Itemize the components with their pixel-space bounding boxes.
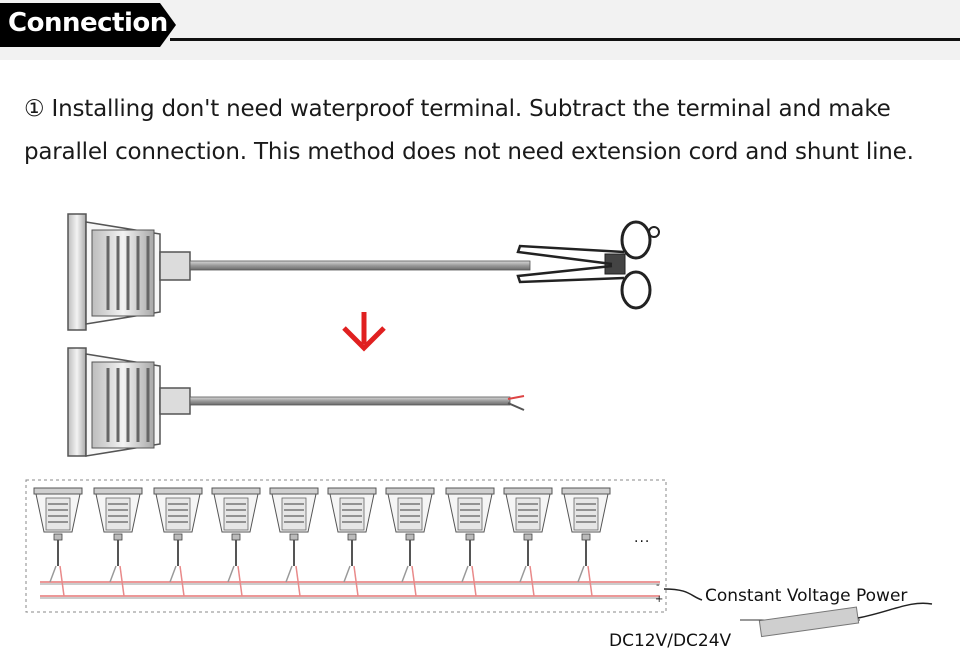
continuation-dots: ... <box>634 530 651 546</box>
mini-light <box>385 487 435 597</box>
header-tab <box>0 3 176 47</box>
mini-light <box>153 487 203 597</box>
voltage-label: DC12V/DC24V <box>609 631 732 651</box>
mini-light-row <box>33 487 611 597</box>
mini-light <box>503 487 553 597</box>
power-supply-label: Constant Voltage Power <box>705 586 908 606</box>
svg-text:+: + <box>655 594 663 605</box>
mini-light <box>269 487 319 597</box>
mini-light <box>93 487 143 597</box>
down-arrow-icon <box>342 312 386 352</box>
light-stripped <box>67 347 525 457</box>
header-rule <box>170 38 960 41</box>
description-text: Installing don't need waterproof termina… <box>24 96 914 165</box>
section-title: Connection <box>8 8 168 38</box>
mini-light <box>211 487 261 597</box>
mini-light <box>445 487 495 597</box>
mini-light <box>327 487 377 597</box>
light-with-terminal <box>67 213 626 331</box>
svg-text:-: - <box>656 580 660 591</box>
scissors-icon <box>516 220 660 310</box>
parallel-wiring: - + <box>25 479 933 638</box>
mini-light <box>33 487 83 597</box>
mini-light <box>561 487 611 597</box>
description: ① Installing don't need waterproof termi… <box>24 88 944 174</box>
step-marker: ① <box>24 96 45 122</box>
